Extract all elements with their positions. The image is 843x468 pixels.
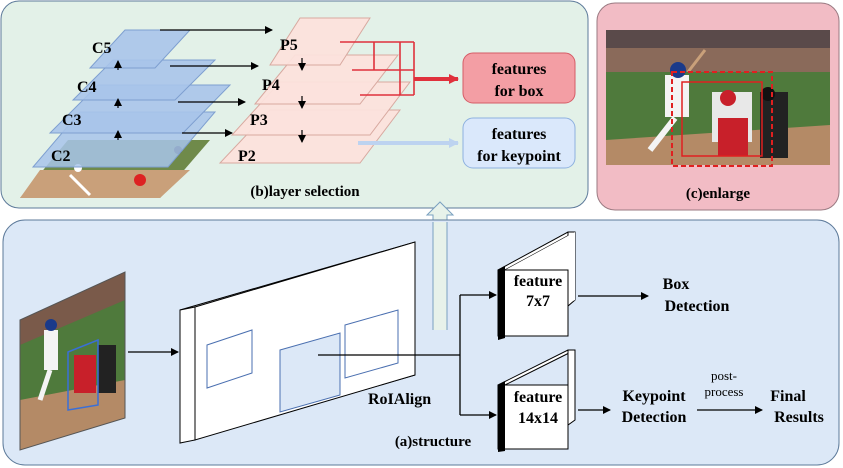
layer-c4 [71,59,217,101]
enlarge-photo [606,30,830,165]
feature-14x14-line2: 14x14 [518,410,558,427]
pyramid-layers [218,17,412,164]
box-detection-line2: Detection [665,298,730,315]
feature-14x14-line1: feature [514,389,563,406]
label-p2: P2 [238,148,256,165]
label-c5: C5 [92,40,112,57]
layer-p4 [253,54,400,105]
layer-p5 [269,17,371,66]
feature-7x7-line1: feature [514,273,563,290]
roi-align-label: RoIAlign [368,391,431,408]
feature-map [179,241,416,444]
feature-14x14-block [497,349,576,452]
keypoint-detection-line1: Keypoint [622,388,686,405]
keypoint-detection-line2: Detection [622,409,687,426]
backbone-layers [31,29,232,168]
feature-7x7-line2: 7x7 [526,293,550,310]
caption-layer-selection: (b)layer selection [250,184,360,200]
label-c3: C3 [62,112,82,129]
features-for-box-line1: features [492,61,547,78]
feature-7x7-block [497,231,576,340]
label-p3: P3 [250,112,268,129]
caption-structure: (a)structure [395,434,472,450]
features-for-keypoint-line1: features [492,126,547,143]
box-detection-line1: Box [663,276,690,293]
box-selection-lines [340,41,415,96]
features-for-box-line2: for box [494,83,543,100]
roi-branch-lines [318,291,497,419]
panel-structure [2,219,840,466]
post-process-line1: post- [711,368,737,383]
post-process-line2: process [705,384,744,399]
final-results-line1: Final [770,388,806,405]
label-c2: C2 [51,148,71,165]
features-for-keypoint-box [462,117,576,169]
features-for-box-box [462,52,576,104]
features-for-keypoint-line2: for keypoint [477,148,561,165]
lateral-arrows [160,26,273,137]
input-image [19,271,126,451]
final-results-line2: Results [774,409,824,426]
enlarge-outer-box [671,71,773,167]
enlarge-inner-box [681,81,763,157]
caption-enlarge: (c)enlarge [686,186,750,202]
label-p4: P4 [262,77,280,94]
label-c4: C4 [77,79,97,96]
label-p5: P5 [280,37,298,54]
